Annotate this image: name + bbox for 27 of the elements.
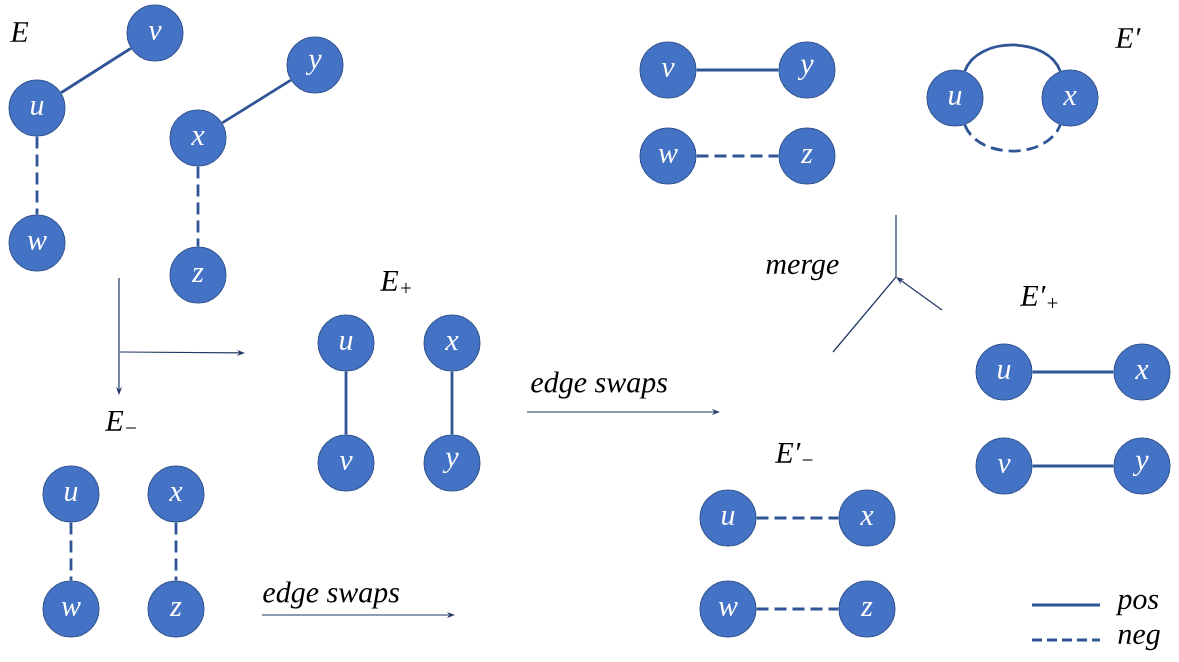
graph-edge bbox=[963, 124, 1062, 153]
graph-edge bbox=[1032, 464, 1114, 468]
set-label: edge swaps bbox=[263, 581, 399, 609]
graph-edge bbox=[696, 68, 779, 72]
graph-edge bbox=[696, 154, 779, 158]
graph-edge bbox=[196, 166, 200, 247]
graph-edge bbox=[756, 607, 839, 611]
set-label: E′$_{+}$ bbox=[1020, 286, 1058, 308]
graph-edge bbox=[35, 136, 39, 215]
set-label: E′$_{−}$ bbox=[775, 443, 813, 463]
graph-edge bbox=[221, 78, 292, 125]
graph-edge bbox=[963, 43, 1062, 72]
set-label: edge swaps bbox=[531, 371, 667, 399]
set-label: E bbox=[10, 22, 29, 42]
set-label: merge bbox=[766, 259, 839, 281]
graph-edge bbox=[450, 371, 454, 435]
graph-edge bbox=[1032, 370, 1114, 374]
graph-edge bbox=[344, 371, 348, 435]
legend-text: pos bbox=[1115, 594, 1159, 616]
graph-edge bbox=[174, 522, 178, 581]
legend-text: neg bbox=[1118, 629, 1160, 651]
graph-edge bbox=[756, 516, 839, 520]
set-label: E$_{−}$ bbox=[105, 411, 136, 431]
graph-edge bbox=[60, 47, 132, 94]
set-label: E$_{+}$ bbox=[380, 271, 411, 293]
graph-edge bbox=[69, 522, 73, 581]
set-label: E′ bbox=[1115, 28, 1141, 48]
